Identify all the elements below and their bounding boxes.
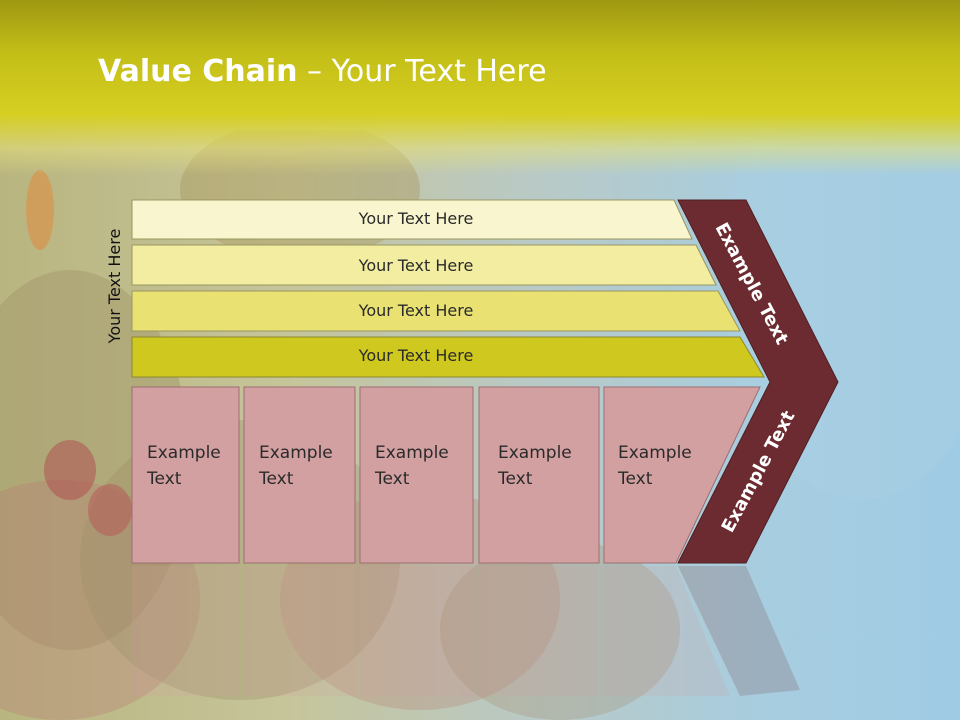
box-4-line1: Example (498, 443, 572, 463)
chevron-arrow (677, 199, 839, 564)
box-5-line1: Example (618, 443, 692, 463)
box-1-shape (131, 386, 240, 564)
bar-2-label: Your Text Here (358, 256, 474, 275)
bar-4-label: Your Text Here (358, 346, 474, 365)
box-5-shape (603, 386, 761, 564)
bar-3-shape (131, 290, 741, 332)
title-rest: – Your Text Here (297, 54, 547, 89)
box-4-shape (478, 386, 600, 564)
box-1-line2: Text (147, 469, 182, 489)
box-3-line1: Example (375, 443, 449, 463)
box-2-line2: Text (259, 469, 294, 489)
bar-2-shape (131, 244, 717, 286)
bar-3-label: Your Text Here (358, 301, 474, 320)
title-bold: Value Chain (98, 54, 298, 89)
box-3-line2: Text (375, 469, 410, 489)
box-4-line2: Text (498, 469, 533, 489)
box-1-line1: Example (147, 443, 221, 463)
bar-1-shape (131, 199, 693, 240)
box-5-line2: Text (618, 469, 653, 489)
bar-1-label: Your Text Here (358, 209, 474, 228)
header-band (0, 0, 960, 175)
box-2-line1: Example (259, 443, 333, 463)
bar-4-shape (131, 336, 765, 378)
slide-title: Value Chain – Your Text Here (98, 54, 547, 89)
box-3-shape (359, 386, 474, 564)
box-2-shape (243, 386, 356, 564)
